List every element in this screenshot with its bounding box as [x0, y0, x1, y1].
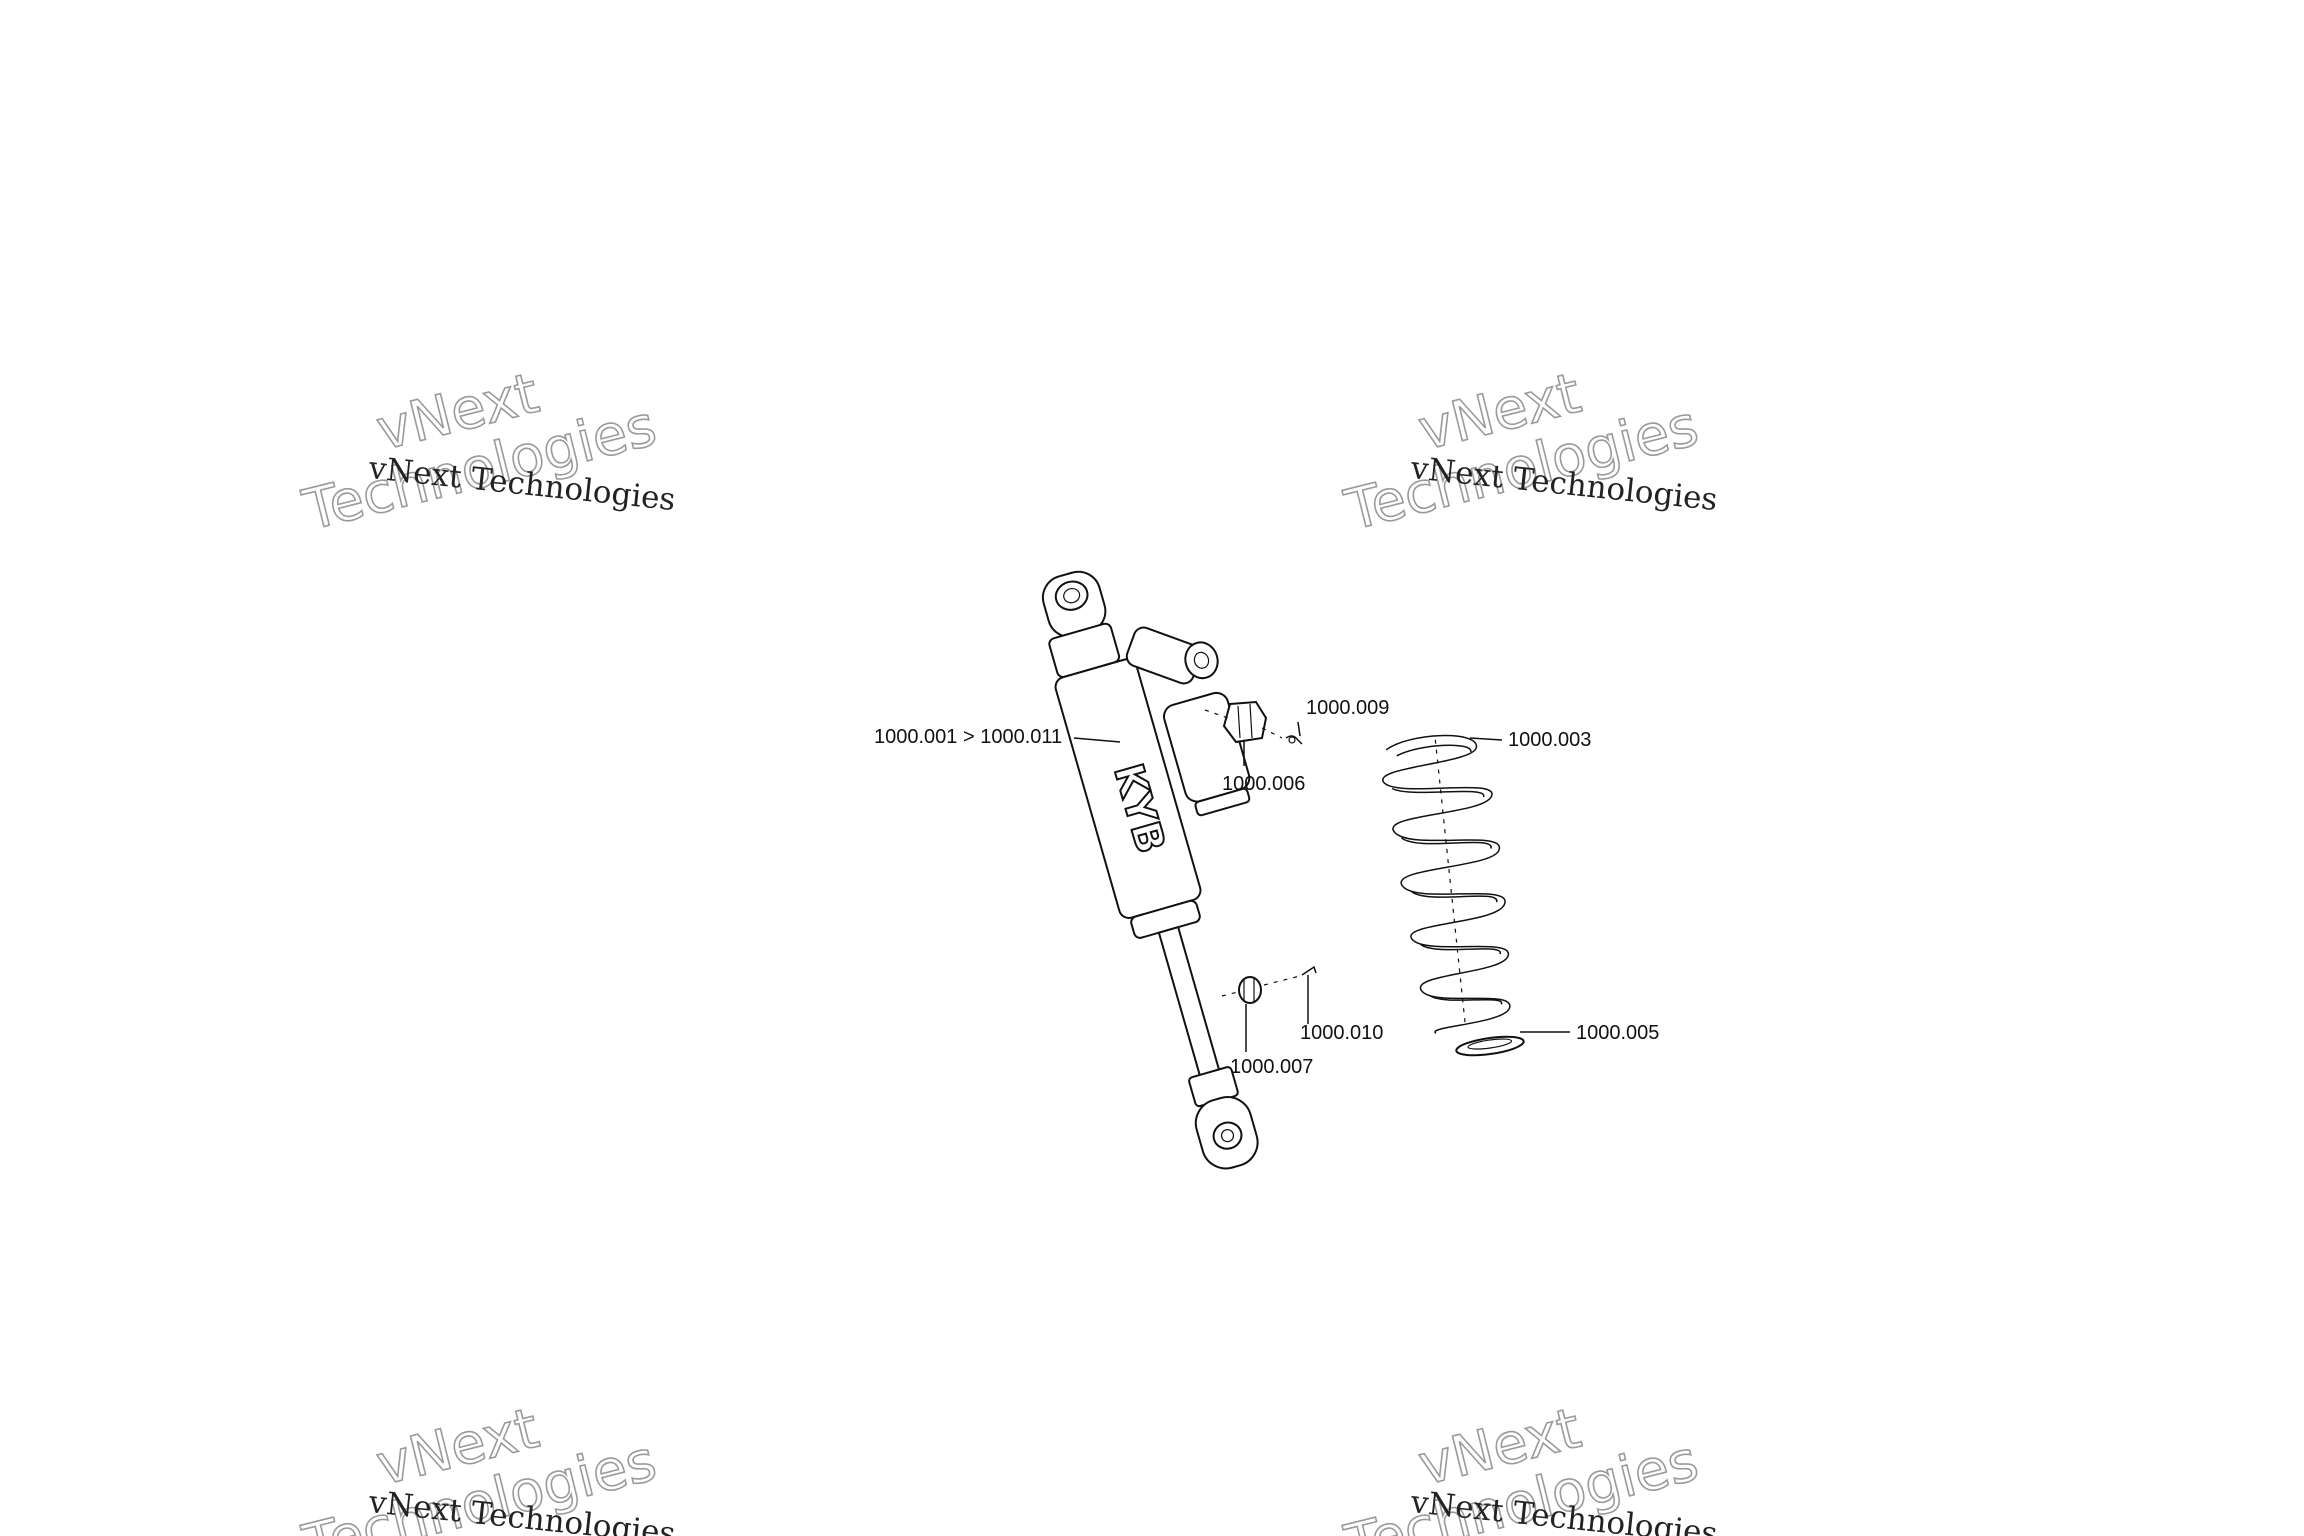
callout-spring-seat[interactable]: 1000.005: [1576, 1022, 1659, 1044]
callout-spring[interactable]: 1000.003: [1508, 729, 1591, 751]
callout-upper-nut[interactable]: 1000.006: [1222, 773, 1305, 795]
callout-upper-pin[interactable]: 1000.009: [1306, 697, 1389, 719]
leader-spring: [1469, 737, 1503, 741]
leader-upper-pin: [1297, 721, 1301, 737]
lower-pin: [1301, 965, 1317, 976]
spring-seat: [1455, 1035, 1525, 1057]
shock-absorber: KYB: [1041, 570, 1259, 1170]
callout-assembly[interactable]: 1000.001 > 1000.011: [874, 726, 1062, 748]
lower-nut: [1238, 976, 1262, 1004]
upper-pin: [1285, 735, 1303, 745]
watermark: vNext Technologies: [296, 360, 663, 544]
callout-lower-pin[interactable]: 1000.010: [1300, 1022, 1383, 1044]
callout-lower-nut[interactable]: 1000.007: [1230, 1056, 1313, 1078]
upper-nut: [1222, 700, 1268, 744]
leader-assembly: [1073, 737, 1121, 743]
coil-spring: [1382, 734, 1511, 1034]
watermark: vNext Technologies: [1338, 360, 1705, 544]
